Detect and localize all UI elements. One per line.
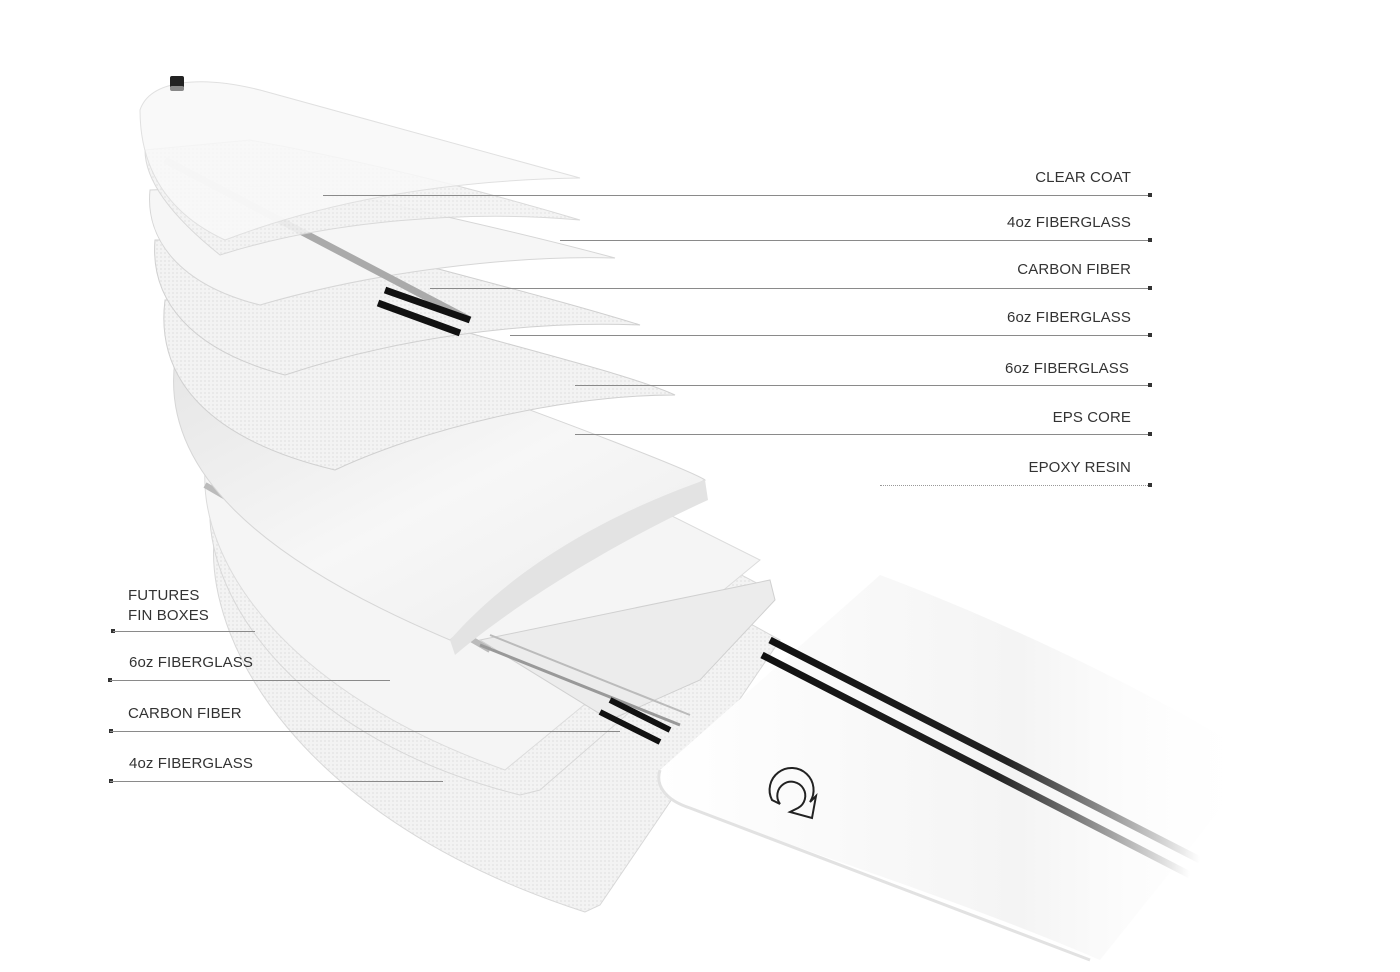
callout-futures-fin-boxes-line2: FIN BOXES — [128, 607, 209, 624]
leader-dot — [1148, 286, 1152, 290]
callout-carbon-fiber: CARBON FIBER — [1017, 261, 1131, 278]
leader-line-carbon-fiber — [430, 288, 1150, 289]
rotating-arrow-logo-icon — [768, 767, 818, 820]
leader-dot — [1148, 432, 1152, 436]
leader-line-eps-core — [575, 434, 1150, 435]
leader-line-clear-coat — [323, 195, 1150, 196]
leader-dot — [1148, 383, 1152, 387]
clear-coat-layer — [139, 81, 581, 241]
callout-bottom-6oz-fiberglass: 6oz FIBERGLASS — [129, 654, 253, 671]
board-tail — [657, 575, 1260, 962]
callout-bottom-4oz-fiberglass: 4oz FIBERGLASS — [129, 755, 253, 772]
leader-dot — [1148, 193, 1152, 197]
leader-line-bottom-4oz-fiberglass — [110, 781, 443, 782]
callout-6oz-fiberglass-2: 6oz FIBERGLASS — [1005, 360, 1129, 377]
leader-line-6oz-fiberglass-2 — [575, 385, 1150, 386]
callout-6oz-fiberglass-1: 6oz FIBERGLASS — [1007, 309, 1131, 326]
leash-plug-icon — [170, 76, 184, 91]
fin-box-layer — [478, 579, 776, 745]
callout-eps-core: EPS CORE — [1052, 409, 1131, 426]
carbon-stripe — [376, 286, 472, 337]
leader-line-4oz-fiberglass — [560, 240, 1150, 241]
leader-line-epoxy-resin — [880, 485, 1150, 486]
leader-dot — [1148, 483, 1152, 487]
leader-line-6oz-fiberglass-1 — [510, 335, 1150, 336]
leader-line-futures-fin-boxes — [113, 631, 255, 632]
bottom-carbon-stripe — [598, 697, 672, 745]
callout-epoxy-resin: EPOXY RESIN — [1028, 459, 1131, 476]
callout-bottom-carbon-fiber: CARBON FIBER — [128, 705, 242, 722]
callout-clear-coat: CLEAR COAT — [1035, 169, 1131, 186]
callout-4oz-fiberglass: 4oz FIBERGLASS — [1007, 214, 1131, 231]
leader-dot — [1148, 238, 1152, 242]
leader-line-bottom-6oz-fiberglass — [110, 680, 390, 681]
leader-line-bottom-carbon-fiber — [110, 731, 620, 732]
leader-dot — [1148, 333, 1152, 337]
callout-futures-fin-boxes-line1: FUTURES — [128, 587, 200, 604]
